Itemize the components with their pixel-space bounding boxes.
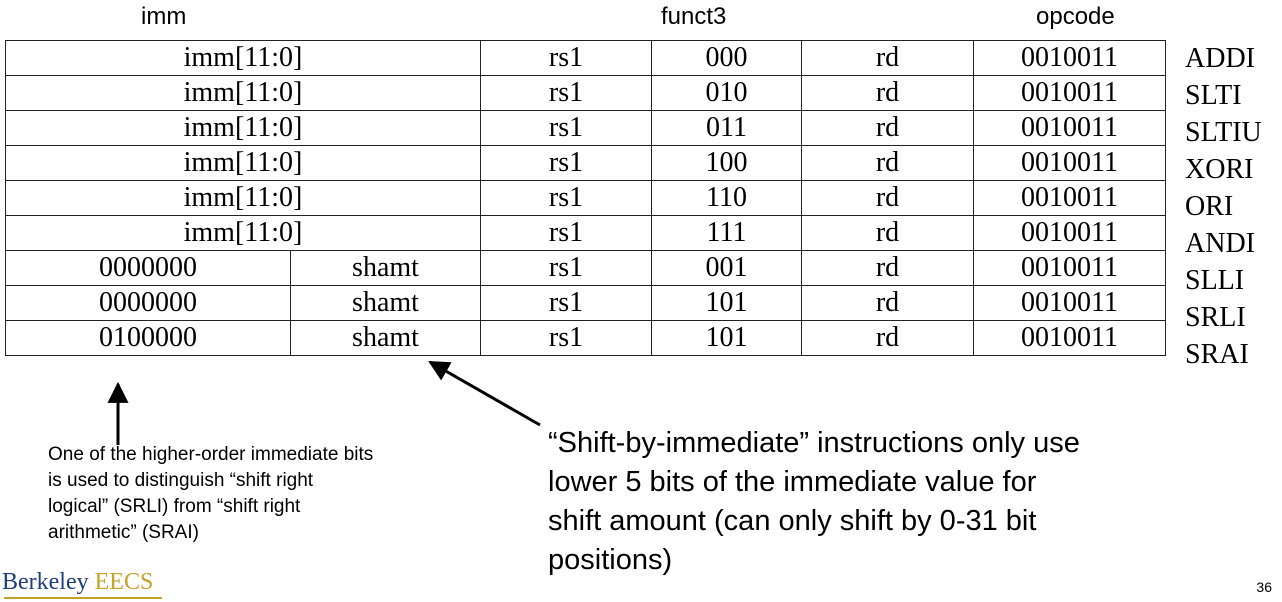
opcode-cell: 0010011	[973, 215, 1166, 251]
funct3-cell: 101	[651, 285, 802, 321]
rd-cell: rd	[801, 75, 974, 111]
rs1-cell: rs1	[480, 320, 652, 356]
instruction-mnemonic: SRLI	[1185, 302, 1246, 333]
berkeley-eecs-logo: Berkeley EECS	[2, 569, 153, 596]
shamt-cell: shamt	[290, 320, 481, 356]
funct3-cell: 001	[651, 250, 802, 286]
instruction-mnemonic: SRAI	[1185, 339, 1249, 370]
imm-cell: imm[11:0]	[5, 40, 481, 76]
page-number: 36	[1256, 579, 1272, 595]
instruction-mnemonic: SLTI	[1185, 80, 1242, 111]
arrow-to-shamt	[428, 360, 541, 427]
imm-cell: imm[11:0]	[5, 75, 481, 111]
imm-high-bits-cell: 0100000	[5, 320, 291, 356]
logo-berkeley: Berkeley	[2, 569, 95, 595]
funct3-cell: 110	[651, 180, 802, 216]
imm-high-bits-cell: 0000000	[5, 250, 291, 286]
funct3-cell: 101	[651, 320, 802, 356]
right-annotation: “Shift-by-immediate” instructions only u…	[548, 427, 1080, 576]
imm-header: imm	[141, 3, 187, 30]
instruction-mnemonic: ADDI	[1185, 43, 1255, 74]
funct3-cell: 111	[651, 215, 802, 251]
rs1-cell: rs1	[480, 215, 652, 251]
logo-eecs: EECS	[94, 569, 154, 595]
imm-cell: imm[11:0]	[5, 110, 481, 146]
opcode-cell: 0010011	[973, 250, 1166, 286]
rd-cell: rd	[801, 320, 974, 356]
rd-cell: rd	[801, 180, 974, 216]
shamt-cell: shamt	[290, 250, 481, 286]
rs1-cell: rs1	[480, 40, 652, 76]
imm-cell: imm[11:0]	[5, 180, 481, 216]
opcode-cell: 0010011	[973, 320, 1166, 356]
opcode-cell: 0010011	[973, 180, 1166, 216]
rd-cell: rd	[801, 40, 974, 76]
instruction-mnemonic: SLTIU	[1185, 117, 1262, 148]
funct3-cell: 100	[651, 145, 802, 181]
opcode-cell: 0010011	[973, 75, 1166, 111]
opcode-header: opcode	[1036, 3, 1115, 30]
logo-underline	[4, 597, 162, 599]
rs1-cell: rs1	[480, 250, 652, 286]
opcode-cell: 0010011	[973, 145, 1166, 181]
funct3-header: funct3	[661, 3, 727, 30]
rd-cell: rd	[801, 110, 974, 146]
rd-cell: rd	[801, 215, 974, 251]
instruction-mnemonic: ORI	[1185, 191, 1234, 222]
left-annotation: One of the higher-order immediate bits i…	[48, 444, 374, 543]
rs1-cell: rs1	[480, 285, 652, 321]
rd-cell: rd	[801, 285, 974, 321]
instruction-mnemonic: SLLI	[1185, 265, 1245, 296]
opcode-cell: 0010011	[973, 285, 1166, 321]
instruction-mnemonic: ANDI	[1185, 228, 1255, 259]
instruction-mnemonic: XORI	[1185, 154, 1254, 185]
shamt-cell: shamt	[290, 285, 481, 321]
imm-high-bits-cell: 0000000	[5, 285, 291, 321]
rs1-cell: rs1	[480, 75, 652, 111]
